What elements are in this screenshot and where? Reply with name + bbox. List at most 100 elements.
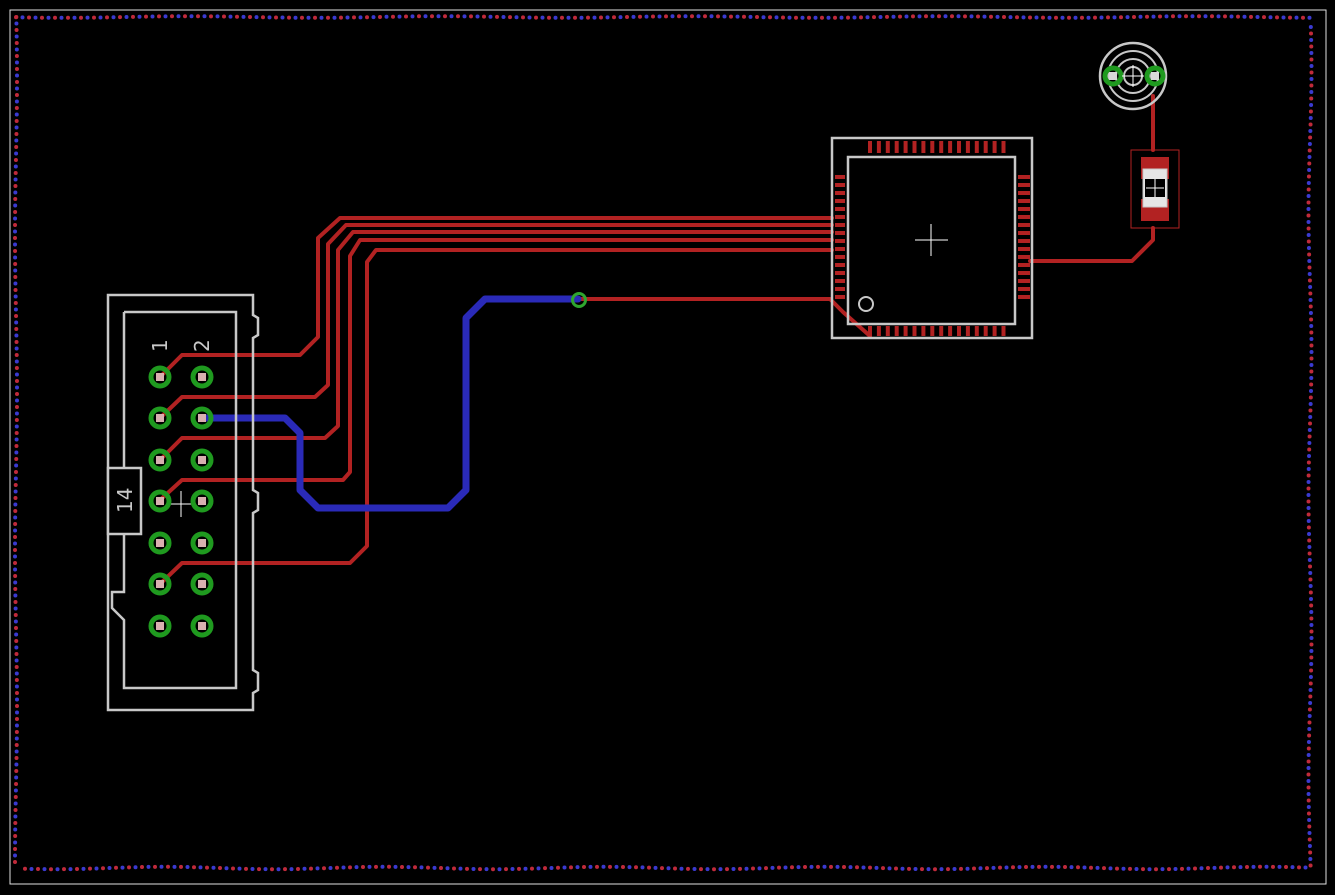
connector-pad-drill bbox=[156, 456, 164, 464]
connector-pads[interactable] bbox=[148, 365, 214, 638]
connector-pad[interactable] bbox=[148, 531, 172, 555]
connector-pad[interactable] bbox=[190, 448, 214, 472]
mcu-pad-bottom[interactable] bbox=[885, 326, 890, 336]
connector-pad[interactable] bbox=[148, 489, 172, 513]
mcu-pad-top[interactable] bbox=[921, 141, 926, 153]
connector-pad[interactable] bbox=[148, 572, 172, 596]
pin-header-connector[interactable]: 14 1 2 bbox=[106, 293, 260, 712]
mcu-pad-left[interactable] bbox=[835, 279, 845, 283]
connector-pad[interactable] bbox=[190, 572, 214, 596]
stitch-dot bbox=[943, 14, 948, 19]
connector-pad[interactable] bbox=[190, 489, 214, 513]
mcu-pad-bottom[interactable] bbox=[876, 326, 881, 336]
mcu-pad-bottom[interactable] bbox=[983, 326, 988, 336]
mcu-pad-bottom[interactable] bbox=[894, 326, 899, 336]
mcu-qfp-package[interactable] bbox=[830, 136, 1034, 340]
mcu-pad-left[interactable] bbox=[835, 271, 845, 275]
mcu-pad-left[interactable] bbox=[835, 191, 845, 195]
mcu-pad-right[interactable] bbox=[1018, 215, 1030, 219]
mcu-pad-right[interactable] bbox=[1018, 199, 1030, 203]
mcu-pad-top[interactable] bbox=[965, 141, 970, 153]
mcu-pad-right[interactable] bbox=[1018, 295, 1030, 299]
led-pad-anode[interactable] bbox=[1102, 65, 1124, 87]
mcu-pad-right[interactable] bbox=[1018, 271, 1030, 275]
mcu-pad-right[interactable] bbox=[1018, 183, 1030, 187]
via[interactable] bbox=[571, 292, 587, 308]
smd-resistor[interactable] bbox=[1130, 149, 1180, 229]
mcu-pad-left[interactable] bbox=[835, 247, 845, 251]
mcu-pad-left[interactable] bbox=[835, 231, 845, 235]
mcu-pad-top[interactable] bbox=[939, 141, 944, 153]
mcu-pad-bottom[interactable] bbox=[921, 326, 926, 336]
mcu-pad-top[interactable] bbox=[957, 141, 961, 153]
mcu-pad-top[interactable] bbox=[894, 141, 899, 153]
mcu-pad-left[interactable] bbox=[835, 255, 845, 259]
mcu-pad-top[interactable] bbox=[1001, 141, 1006, 153]
mcu-pad-right[interactable] bbox=[1018, 175, 1030, 179]
stitch-dot bbox=[410, 14, 415, 19]
mcu-pad-bottom[interactable] bbox=[912, 326, 917, 336]
mcu-pad-top[interactable] bbox=[885, 141, 890, 153]
mcu-pad-left[interactable] bbox=[835, 175, 845, 179]
mcu-pad-right[interactable] bbox=[1018, 239, 1030, 243]
mcu-pad-top[interactable] bbox=[912, 141, 917, 153]
connector-pad[interactable] bbox=[148, 614, 172, 638]
mcu-pad-left[interactable] bbox=[835, 183, 845, 187]
mcu-pad-top[interactable] bbox=[948, 141, 953, 153]
mcu-pad-right[interactable] bbox=[1018, 223, 1030, 227]
mcu-pad-left[interactable] bbox=[835, 215, 845, 219]
mcu-pad-left[interactable] bbox=[835, 239, 845, 243]
mcu-pad-left[interactable] bbox=[835, 207, 845, 211]
mcu-pad-right[interactable] bbox=[1018, 247, 1030, 251]
mcu-pad-right[interactable] bbox=[1018, 263, 1030, 267]
mcu-pad-right[interactable] bbox=[1018, 287, 1030, 291]
mcu-pad-top[interactable] bbox=[868, 141, 872, 153]
mcu-pad-bottom[interactable] bbox=[957, 326, 961, 336]
stitch-dot bbox=[887, 866, 892, 871]
mcu-pad-right[interactable] bbox=[1018, 231, 1030, 235]
connector-pad[interactable] bbox=[190, 365, 214, 389]
mcu-pad-top[interactable] bbox=[930, 141, 935, 153]
mcu-pad-bottom[interactable] bbox=[903, 326, 908, 336]
mcu-pad-right[interactable] bbox=[1018, 207, 1030, 211]
mcu-pad-right[interactable] bbox=[1018, 255, 1030, 259]
mcu-pads[interactable] bbox=[835, 141, 1030, 336]
mcu-pad-right[interactable] bbox=[1018, 191, 1030, 195]
trace-net-1 bbox=[158, 216, 834, 379]
led-pad-cathode[interactable] bbox=[1144, 65, 1166, 87]
mcu-pad-left[interactable] bbox=[835, 199, 845, 203]
mcu-pad-left[interactable] bbox=[835, 287, 845, 291]
through-hole-led[interactable] bbox=[1098, 41, 1168, 111]
mcu-pad-bottom[interactable] bbox=[992, 326, 997, 336]
mcu-pad-bottom[interactable] bbox=[930, 326, 935, 336]
stitch-dot bbox=[991, 865, 996, 870]
connector-pad[interactable] bbox=[148, 365, 172, 389]
connector-pad[interactable] bbox=[148, 406, 172, 430]
mcu-pad-top[interactable] bbox=[992, 141, 997, 153]
mcu-pad-top[interactable] bbox=[983, 141, 988, 153]
mcu-pad-bottom[interactable] bbox=[974, 326, 979, 336]
connector-pad[interactable] bbox=[190, 614, 214, 638]
connector-pad[interactable] bbox=[190, 531, 214, 555]
mcu-pad-bottom[interactable] bbox=[965, 326, 970, 336]
mcu-pad-left[interactable] bbox=[835, 295, 845, 299]
mcu-pad-bottom[interactable] bbox=[868, 326, 872, 336]
stitch-dot bbox=[335, 865, 339, 870]
stitch-dot bbox=[794, 15, 798, 20]
mcu-pad-bottom[interactable] bbox=[948, 326, 953, 336]
mcu-pad-right[interactable] bbox=[1018, 279, 1030, 283]
mcu-pad-top[interactable] bbox=[974, 141, 979, 153]
stitch-dot bbox=[13, 216, 18, 221]
stitch-dot bbox=[1284, 865, 1288, 870]
mcu-pad-bottom[interactable] bbox=[1001, 326, 1006, 336]
connector-pad[interactable] bbox=[190, 406, 214, 430]
mcu-pad-top[interactable] bbox=[876, 141, 881, 153]
stitch-dot bbox=[1024, 864, 1028, 869]
mcu-pad-top[interactable] bbox=[903, 141, 908, 153]
mcu-pad-bottom[interactable] bbox=[939, 326, 944, 336]
stitch-dot bbox=[1132, 14, 1136, 19]
mcu-pad-left[interactable] bbox=[835, 263, 845, 267]
mcu-pad-left[interactable] bbox=[835, 223, 845, 227]
stitch-dot bbox=[738, 866, 742, 871]
connector-pad[interactable] bbox=[148, 448, 172, 472]
